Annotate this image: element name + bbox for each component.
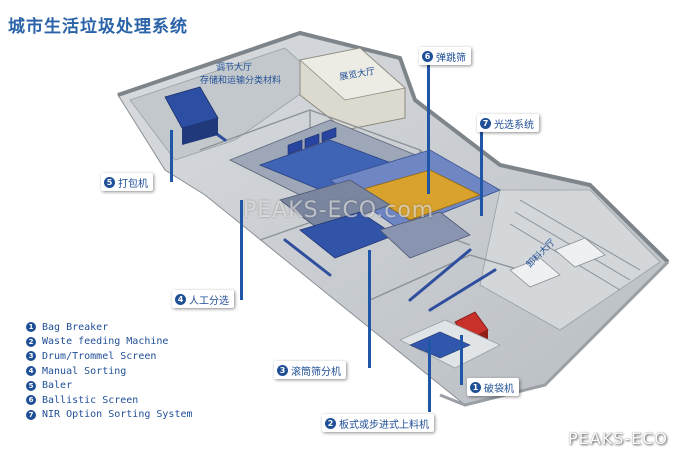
watermark: PEAKS-ECO.com [243, 198, 435, 223]
legend-item: 6 Ballistic Screen [26, 393, 193, 408]
legend-text: Baler [42, 380, 73, 392]
legend-item: 5 Baler [26, 378, 193, 393]
callout-nir-sorting: 7 光选系统 [477, 114, 539, 132]
brand-mark: PEAKS-ECO [568, 429, 668, 448]
callout-label-1: 破袋机 [484, 383, 514, 395]
legend-number: 7 [26, 409, 36, 420]
adjust-hall-sublabel: 存储和运输分类材料 [200, 74, 281, 86]
callout-label-5: 打包机 [118, 178, 148, 190]
legend-text: Drum/Trommel Screen [42, 350, 157, 362]
leader-line-3 [368, 250, 371, 368]
callout-number-3: 3 [277, 364, 288, 376]
page-title: 城市生活垃圾处理系统 [8, 17, 188, 37]
legend-item: 1 Bag Breaker [26, 320, 193, 335]
callout-label-6: 弹跳筛 [436, 52, 466, 64]
callout-number-2: 2 [325, 417, 336, 429]
legend-item: 4 Manual Sorting [26, 364, 193, 379]
legend-number: 2 [26, 336, 36, 347]
callout-number-1: 1 [470, 381, 481, 393]
legend-text: Ballistic Screen [42, 394, 139, 406]
legend-text: Waste feeding Machine [42, 336, 169, 348]
leader-line-1 [460, 335, 463, 385]
legend-number: 6 [26, 395, 36, 406]
unloading-trucks [509, 237, 606, 288]
leader-line-2 [428, 340, 431, 412]
legend-number: 1 [26, 322, 36, 333]
callout-label-3: 滚筒筛分机 [291, 366, 341, 378]
callout-number-4: 4 [175, 293, 186, 305]
legend-number: 3 [26, 351, 36, 362]
sorting-machinery [229, 119, 501, 259]
legend-text: Bag Breaker [42, 321, 109, 333]
leader-line-6 [427, 64, 430, 194]
callout-baler: 5 打包机 [101, 173, 153, 191]
callout-number-5: 5 [104, 176, 115, 188]
manual-sorting-cabins [287, 127, 337, 155]
callout-label-4: 人工分选 [189, 295, 229, 307]
legend-number: 5 [26, 380, 36, 391]
legend-number: 4 [26, 366, 36, 377]
equipment-legend: 1 Bag Breaker 2 Waste feeding Machine 3 Dru… [26, 320, 193, 422]
legend-item: 7 NIR Option Sorting System [26, 408, 193, 423]
callout-ballistic-screen: 6 弹跳筛 [419, 47, 471, 65]
callout-number-7: 7 [480, 117, 491, 129]
adjust-hall-label: 调节大厅 [216, 61, 252, 73]
legend-item: 3 Drum/Trommel Screen [26, 349, 193, 364]
callout-label-7: 光选系统 [494, 119, 534, 131]
leader-line-4 [240, 200, 243, 300]
legend-text: NIR Option Sorting System [42, 409, 193, 421]
callout-trommel-screen: 3 滚筒筛分机 [274, 361, 346, 379]
legend-item: 2 Waste feeding Machine [26, 335, 193, 350]
leader-line-5 [170, 130, 173, 182]
callout-label-2: 板式或步进式上料机 [339, 419, 429, 431]
leader-line-7 [480, 131, 483, 216]
legend-text: Manual Sorting [42, 365, 127, 377]
callout-feeding-machine: 2 板式或步进式上料机 [322, 414, 434, 432]
callout-number-6: 6 [422, 50, 433, 62]
baler-machine [164, 86, 219, 145]
callout-bag-breaker: 1 破袋机 [467, 378, 519, 396]
building-outer-wall [117, 30, 670, 264]
feeding-platform [399, 319, 501, 369]
adjust-hall-area [129, 47, 321, 161]
exhibition-hall-roof [299, 47, 406, 101]
callout-manual-sorting: 4 人工分选 [172, 290, 234, 308]
